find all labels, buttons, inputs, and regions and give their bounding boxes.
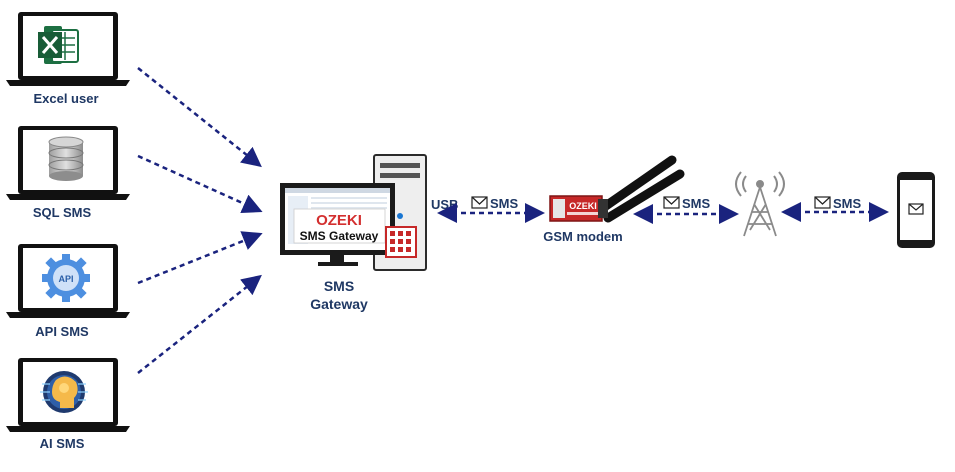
client-laptop-sql — [6, 126, 130, 200]
client-laptop-excel — [6, 12, 130, 86]
api-gear-icon: API — [42, 254, 90, 302]
sms-label-tower-phone: SMS — [833, 196, 862, 211]
gsm-modem-device: OZEKI — [549, 155, 685, 223]
arrow-ai-to-gateway — [137, 274, 262, 374]
client-label-ai: AI SMS — [40, 436, 85, 451]
client-laptop-ai — [6, 358, 130, 432]
svg-text:API: API — [58, 274, 73, 284]
envelope-icon — [814, 196, 831, 209]
gateway-brand: OZEKI — [316, 212, 362, 229]
arrow-sql-to-gateway — [137, 154, 263, 213]
mobile-phone-icon — [897, 172, 935, 248]
sms-label-gateway-modem: SMS — [490, 196, 519, 211]
client-label-sql: SQL SMS — [33, 205, 92, 220]
envelope-icon — [663, 196, 680, 209]
usb-label: USB — [431, 197, 458, 212]
gateway-product: SMS Gateway — [300, 229, 379, 243]
client-laptop-api: API — [6, 244, 130, 318]
gateway-caption-line2: Gateway — [310, 296, 368, 312]
cell-tower-icon — [735, 171, 785, 237]
ozeki-grid-logo — [385, 226, 417, 258]
excel-icon — [38, 26, 79, 64]
envelope-icon — [908, 203, 924, 215]
modem-brand: OZEKI — [569, 201, 597, 211]
arrow-api-to-gateway — [137, 231, 263, 285]
database-icon — [48, 136, 84, 181]
client-label-api: API SMS — [35, 324, 89, 339]
sms-gateway-computer: OZEKI SMS Gateway — [280, 154, 427, 271]
client-label-excel: Excel user — [33, 91, 98, 106]
arrow-excel-to-gateway — [137, 67, 262, 168]
ai-head-icon — [40, 371, 88, 413]
gateway-caption-line1: SMS — [324, 278, 354, 294]
sms-label-modem-tower: SMS — [682, 196, 711, 211]
modem-label: GSM modem — [543, 229, 622, 244]
envelope-icon — [471, 196, 488, 209]
